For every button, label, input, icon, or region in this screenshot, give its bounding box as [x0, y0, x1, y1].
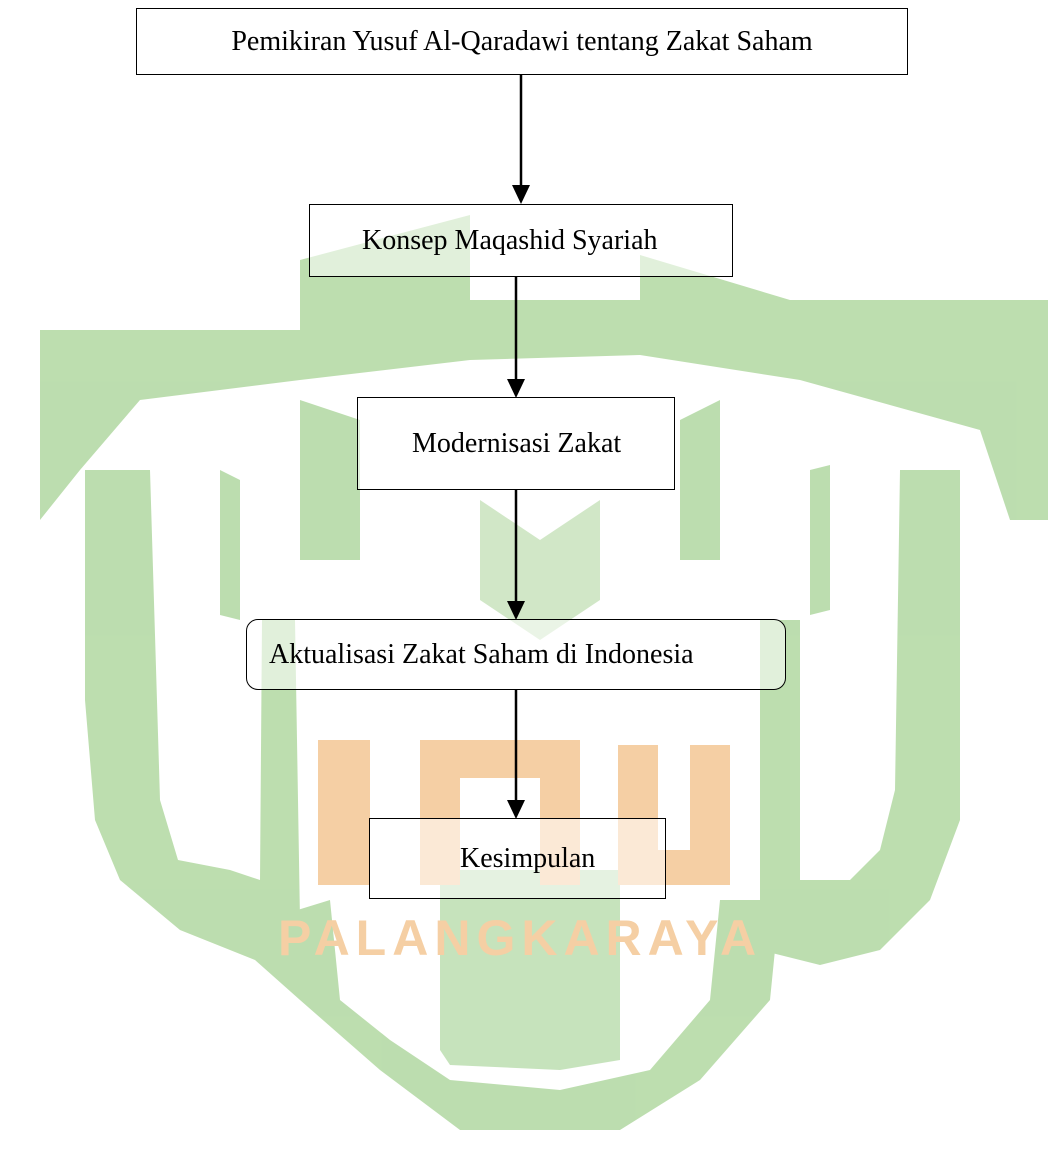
arrowhead-n3-n4 — [507, 601, 525, 620]
watermark-text: PALANGKARAYA — [278, 910, 762, 966]
node-label: Pemikiran Yusuf Al-Qaradawi tentang Zaka… — [231, 25, 813, 57]
node-label: Konsep Maqashid Syariah — [362, 224, 658, 256]
node-kesimpulan: Kesimpulan — [369, 818, 666, 899]
watermark-book-page — [300, 400, 360, 560]
watermark-bottom-cup — [255, 900, 780, 1130]
arrowhead-n2-n3 — [507, 379, 525, 398]
watermark-book-right — [810, 465, 830, 615]
watermark-book-page — [680, 400, 720, 560]
watermark-left-pillar — [85, 470, 300, 960]
watermark-book-left — [220, 470, 240, 620]
node-modernisasi-zakat: Modernisasi Zakat — [357, 397, 675, 490]
arrowhead-n1-n2 — [512, 185, 530, 204]
watermark-inner-cup — [440, 870, 620, 1070]
node-label: Modernisasi Zakat — [412, 427, 622, 459]
watermark-letter — [318, 740, 370, 885]
watermark-arch — [40, 215, 1048, 520]
node-aktualisasi-zakat-saham: Aktualisasi Zakat Saham di Indonesia — [246, 619, 786, 690]
arrowhead-n4-n5 — [507, 800, 525, 819]
node-label: Kesimpulan — [460, 842, 596, 874]
node-pemikiran-yusuf-al-qaradawi: Pemikiran Yusuf Al-Qaradawi tentang Zaka… — [136, 8, 908, 75]
node-label: Aktualisasi Zakat Saham di Indonesia — [269, 638, 694, 670]
watermark-right-pillar — [760, 470, 960, 965]
node-konsep-maqashid-syariah: Konsep Maqashid Syariah — [309, 204, 733, 277]
